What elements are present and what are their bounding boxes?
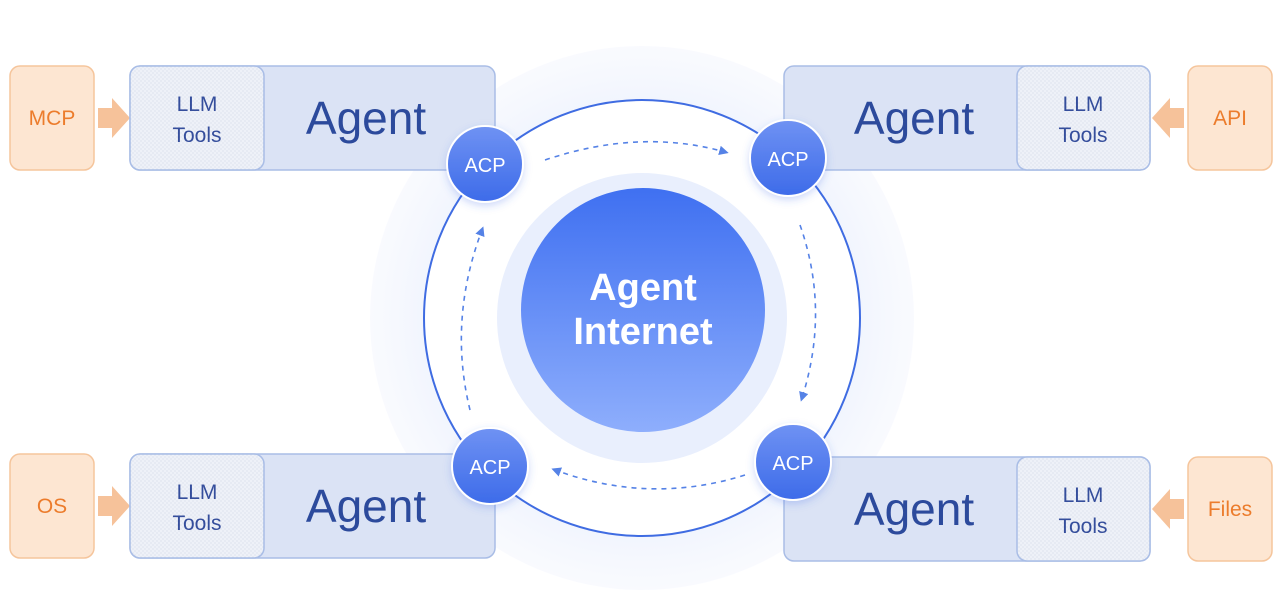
flow-arrow-left bbox=[460, 226, 485, 411]
tools-line1: LLM bbox=[177, 93, 218, 116]
agent-group-bottom-right: Files LLM Tools Agent bbox=[783, 456, 1273, 562]
source-label-files: Files bbox=[1208, 498, 1252, 521]
input-arrow-icon bbox=[98, 486, 130, 526]
acp-node-bottom-right[interactable]: ACP bbox=[754, 423, 832, 501]
acp-label: ACP bbox=[469, 457, 510, 479]
flow-arrow-right bbox=[799, 224, 817, 402]
agent-label: Agent bbox=[306, 480, 426, 532]
source-box-mcp[interactable] bbox=[9, 65, 95, 171]
source-box-files[interactable] bbox=[1187, 456, 1273, 562]
tools-line2: Tools bbox=[172, 512, 221, 535]
llm-tools-box-top-right bbox=[1016, 65, 1151, 171]
llm-tools-box-bottom-left bbox=[129, 453, 265, 559]
source-label-api: API bbox=[1213, 107, 1247, 130]
acp-node-bottom-left[interactable]: ACP bbox=[451, 427, 529, 505]
source-label-os: OS bbox=[37, 495, 67, 518]
input-arrow-icon bbox=[1152, 98, 1184, 138]
acp-label: ACP bbox=[464, 155, 505, 177]
agent-internet-node bbox=[521, 188, 765, 432]
agent-group-top-left: MCP LLM Tools Agent bbox=[9, 65, 496, 171]
center-title-line2: Internet bbox=[573, 311, 713, 353]
llm-tools-box-top-left bbox=[129, 65, 265, 171]
acp-label: ACP bbox=[772, 453, 813, 475]
acp-label: ACP bbox=[767, 149, 808, 171]
agent-label: Agent bbox=[854, 483, 974, 535]
agent-group-top-right: API LLM Tools Agent bbox=[783, 65, 1273, 171]
source-box-api[interactable] bbox=[1187, 65, 1273, 171]
source-label-mcp: MCP bbox=[29, 107, 76, 130]
agent-label: Agent bbox=[854, 92, 974, 144]
agent-label: Agent bbox=[306, 92, 426, 144]
agent-group-bottom-left: OS LLM Tools Agent bbox=[9, 453, 496, 559]
tools-line1: LLM bbox=[1063, 484, 1104, 507]
tools-line1: LLM bbox=[1063, 93, 1104, 116]
source-box-os[interactable] bbox=[9, 453, 95, 559]
acp-node-top-right[interactable]: ACP bbox=[749, 119, 827, 197]
tools-line2: Tools bbox=[1058, 515, 1107, 538]
input-arrow-icon bbox=[1152, 489, 1184, 529]
tools-line1: LLM bbox=[177, 481, 218, 504]
center-title-line1: Agent bbox=[589, 267, 697, 309]
flow-arrow-bottom bbox=[551, 467, 746, 490]
tools-line2: Tools bbox=[172, 124, 221, 147]
acp-node-top-left[interactable]: ACP bbox=[446, 125, 524, 203]
llm-tools-box-bottom-right bbox=[1016, 456, 1151, 562]
input-arrow-icon bbox=[98, 98, 130, 138]
flow-arrow-top bbox=[544, 140, 729, 161]
tools-line2: Tools bbox=[1058, 124, 1107, 147]
